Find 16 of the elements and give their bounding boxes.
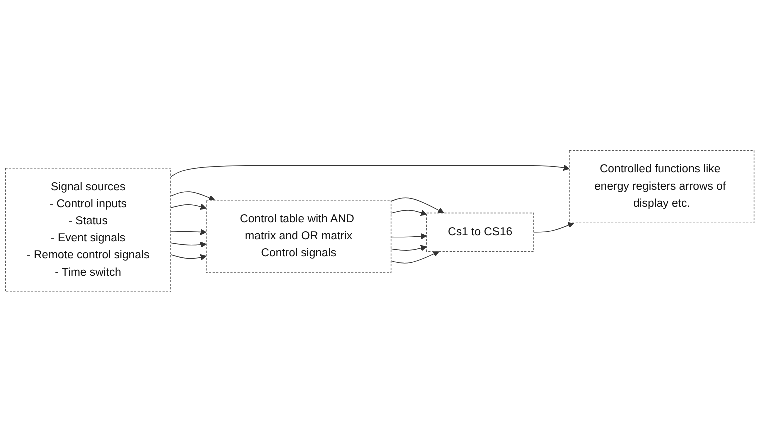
arrow — [390, 210, 428, 216]
arrow — [534, 222, 574, 233]
arrow — [170, 204, 207, 210]
arrow — [170, 165, 570, 178]
arrow — [170, 254, 207, 261]
node-box: Control table with AND matrix and OR matrix Control signals — [206, 200, 392, 274]
arrow — [170, 242, 207, 248]
node-box: Controlled functions like energy registers arrows of display etc. — [569, 150, 755, 224]
arrow — [170, 192, 216, 202]
arrow — [390, 234, 428, 240]
arrow — [390, 198, 444, 214]
arrow — [170, 229, 207, 236]
node-box: Signal sources - Control inputs - Status - Event signals - Remote control signals - Time switch — [5, 168, 172, 293]
arrow — [390, 251, 440, 264]
arrow — [390, 245, 428, 252]
node-box: Cs1 to CS16 — [426, 212, 534, 252]
